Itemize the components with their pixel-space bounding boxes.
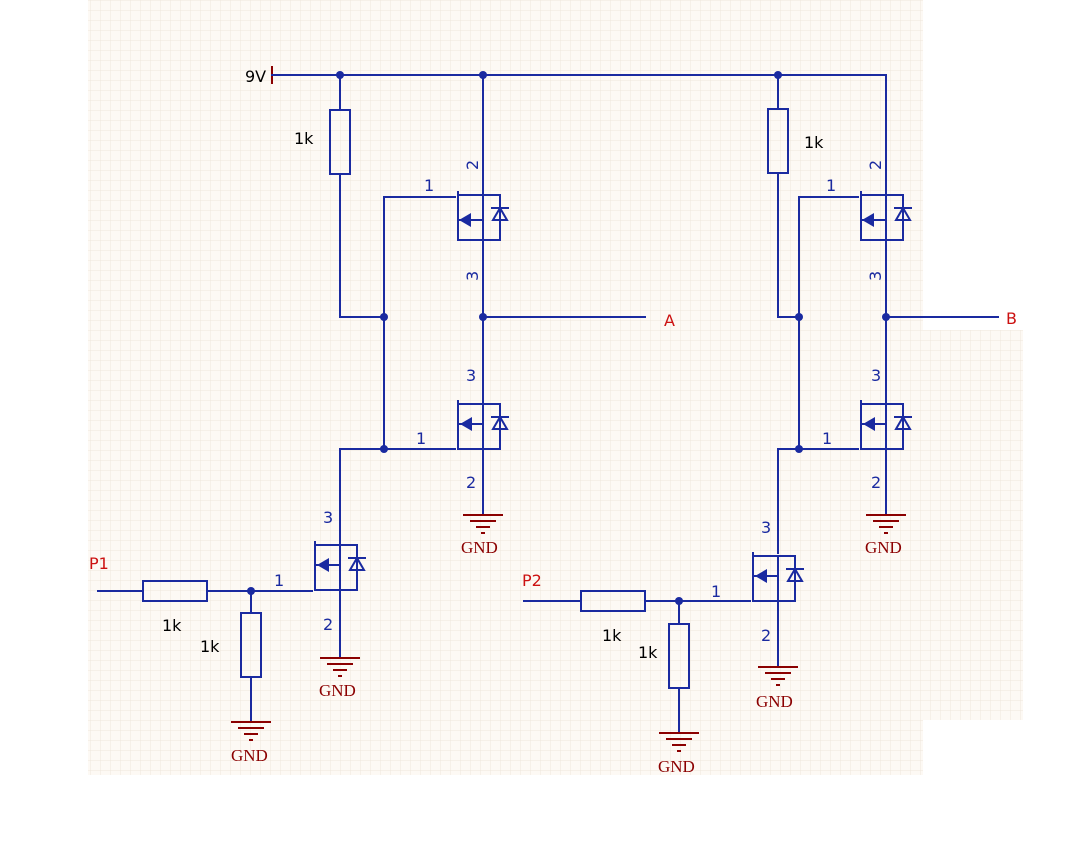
right-driver-drain-pin: 3 [761, 518, 771, 537]
left-low-mosfet [457, 316, 509, 534]
right-high-mosfet [860, 191, 912, 318]
p2-input-network [523, 590, 751, 752]
p2-series-resistor-value: 1k [602, 626, 622, 645]
p1-input-network [97, 580, 313, 741]
left-pullup-resistor [329, 74, 351, 318]
gnd-label-right-driver: GND [756, 692, 793, 711]
p1-pulldown-resistor-value: 1k [200, 637, 220, 656]
right-pullup-resistor [767, 74, 789, 318]
left-gate-bus [339, 196, 456, 546]
left-high-drain-pin: 3 [463, 271, 482, 281]
left-driver-gate-pin: 1 [274, 571, 284, 590]
right-driver-mosfet [752, 552, 804, 686]
right-high-source-pin: 2 [866, 160, 885, 170]
left-driver-drain-pin: 3 [323, 508, 333, 527]
sheet-grid [88, 0, 923, 775]
left-pullup-value: 1k [294, 129, 314, 148]
right-low-source-pin: 2 [871, 473, 881, 492]
right-low-mosfet [860, 316, 912, 534]
left-high-gate-pin: 1 [424, 176, 434, 195]
right-low-gate-pin: 1 [822, 429, 832, 448]
right-gate-bus [777, 196, 859, 554]
gnd-label-p1: GND [231, 746, 268, 765]
left-low-drain-pin: 3 [466, 366, 476, 385]
left-driver-mosfet [314, 541, 366, 677]
net-label-b: B [1006, 309, 1017, 328]
right-driver-source-pin: 2 [761, 626, 771, 645]
left-high-mosfet [457, 74, 509, 318]
left-high-source-pin: 2 [463, 160, 482, 170]
net-label-p2: P2 [522, 571, 542, 590]
net-label-a: A [664, 311, 675, 330]
left-low-source-pin: 2 [466, 473, 476, 492]
right-driver-gate-pin: 1 [711, 582, 721, 601]
gnd-label-left-low: GND [461, 538, 498, 557]
p1-series-resistor-value: 1k [162, 616, 182, 635]
net-label-p1: P1 [89, 554, 109, 573]
left-low-gate-pin: 1 [416, 429, 426, 448]
right-pullup-value: 1k [804, 133, 824, 152]
right-low-drain-pin: 3 [871, 366, 881, 385]
gnd-label-p2: GND [658, 757, 695, 776]
gnd-label-right-low: GND [865, 538, 902, 557]
right-high-gate-pin: 1 [826, 176, 836, 195]
power-label: 9V [245, 67, 266, 86]
left-driver-source-pin: 2 [323, 615, 333, 634]
p2-pulldown-resistor-value: 1k [638, 643, 658, 662]
gnd-label-left-driver: GND [319, 681, 356, 700]
right-high-drain-pin: 3 [866, 271, 885, 281]
